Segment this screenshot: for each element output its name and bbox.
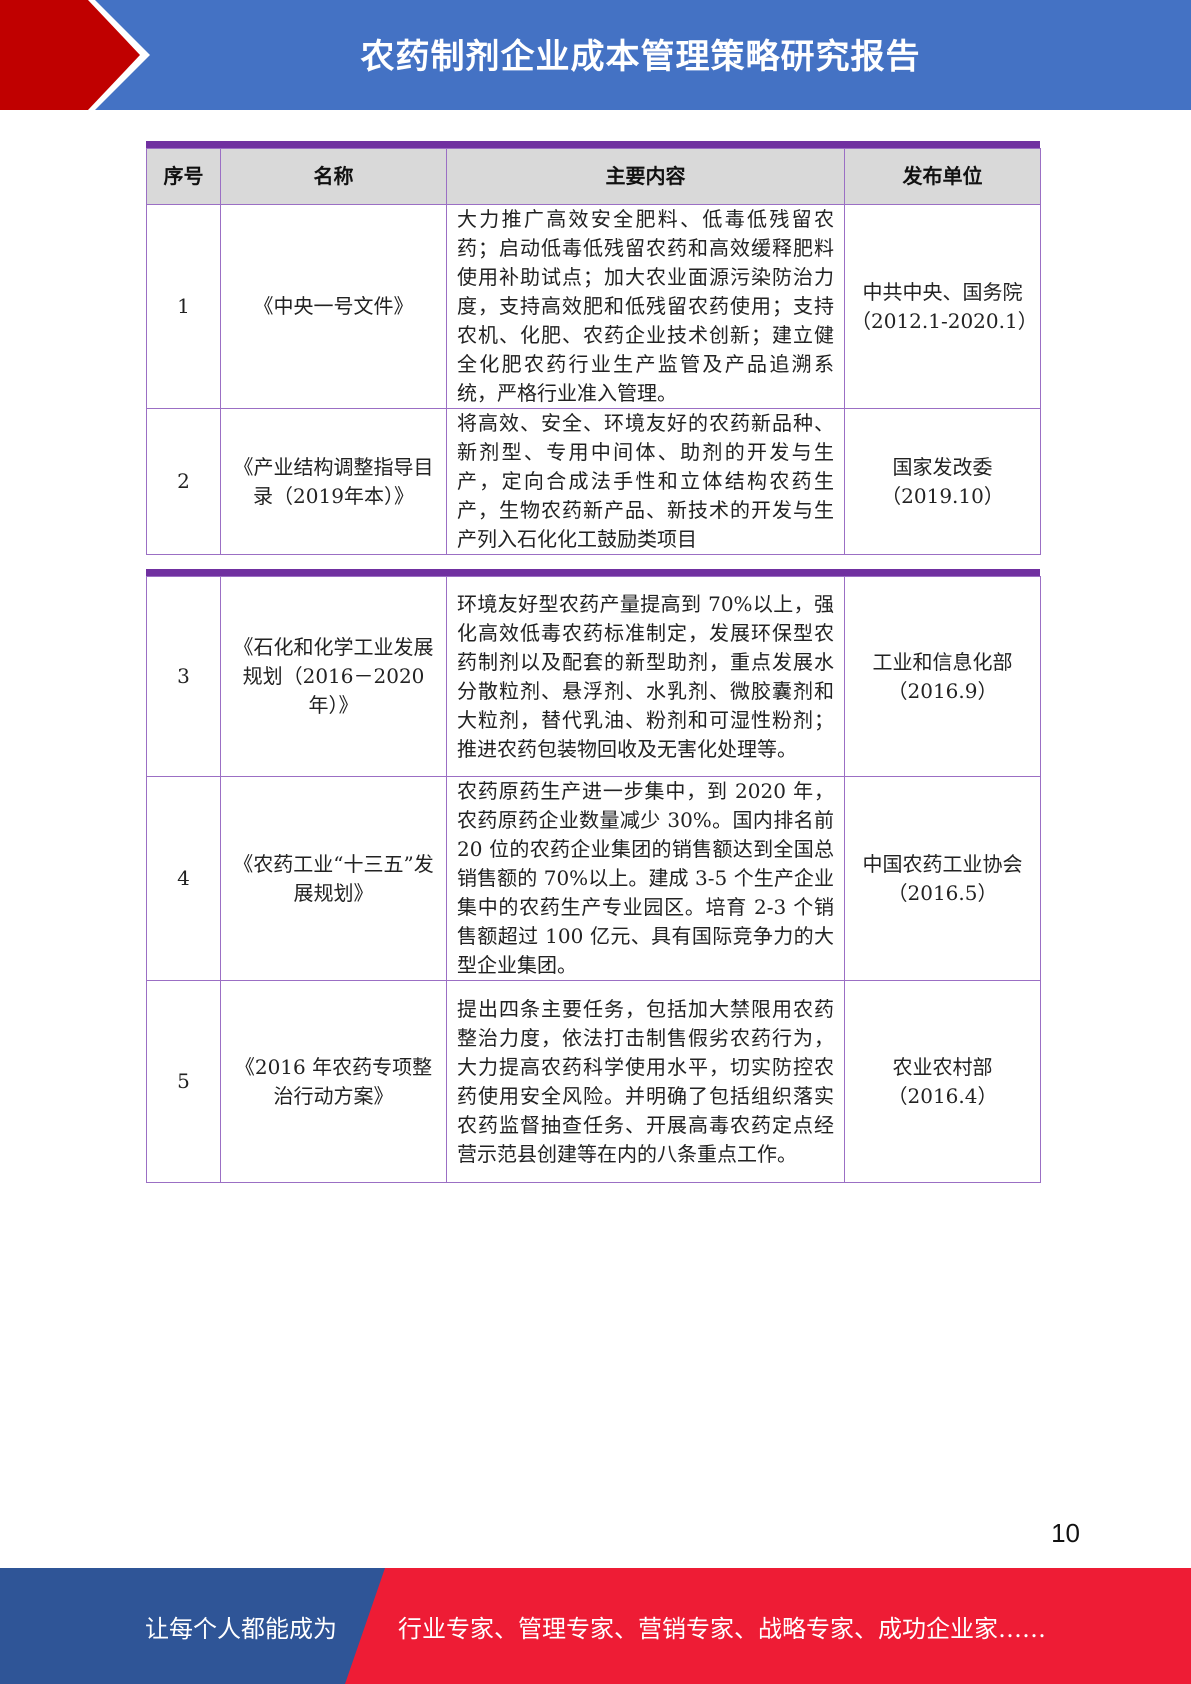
row-index: 3 [146,576,221,777]
report-title: 农药制剂企业成本管理策略研究报告 [360,36,921,77]
row-content: 提出四条主要任务，包括加大禁限用农药整治力度，依法打击制售假劣农药行为，大力提高… [446,980,845,1183]
table-continuation-rule [146,569,1040,576]
row-index: 1 [146,204,221,409]
row-name: 《2016 年农药专项整治行动方案》 [220,980,447,1183]
footer-banner-graphic [0,1568,1191,1684]
table-row: 3 《石化和化学工业发展规划（2016－2020年）》 环境友好型农药产量提高到… [146,576,1041,777]
policy-table-part-2: 3 《石化和化学工业发展规划（2016－2020年）》 环境友好型农药产量提高到… [146,576,1041,1183]
row-content: 环境友好型农药产量提高到 70%以上，强化高效低毒农药标准制定，发展环保型农药制… [446,576,845,777]
footer-slogan-roles: 行业专家、管理专家、营销专家、战略专家、成功企业家…… [398,1614,1046,1643]
row-content: 将高效、安全、环境友好的农药新品种、新剂型、专用中间体、助剂的开发与生产，定向合… [446,408,845,555]
table-header-row: 序号 名称 主要内容 发布单位 [146,148,1041,205]
table-row: 4 《农药工业“十三五”发展规划》 农药原药生产进一步集中，到 2020 年，农… [146,776,1041,981]
table-top-rule [146,141,1040,148]
page-header: 农药制剂企业成本管理策略研究报告 [0,0,1191,110]
row-publisher: 中国农药工业协会（2016.5） [844,776,1041,981]
row-name: 《石化和化学工业发展规划（2016－2020年）》 [220,576,447,777]
col-header-publisher: 发布单位 [844,148,1041,205]
col-header-name: 名称 [220,148,447,205]
row-name: 《产业结构调整指导目录（2019年本）》 [220,408,447,555]
col-header-index: 序号 [146,148,221,205]
row-content: 农药原药生产进一步集中，到 2020 年，农药原药企业数量减少 30%。国内排名… [446,776,845,981]
row-index: 4 [146,776,221,981]
page-footer: 让每个人都能成为 行业专家、管理专家、营销专家、战略专家、成功企业家…… [0,1568,1191,1684]
policy-table-part-1: 序号 名称 主要内容 发布单位 1 《中央一号文件》 大力推广高效安全肥料、低毒… [146,148,1041,555]
row-content: 大力推广高效安全肥料、低毒低残留农药；启动低毒低残留农药和高效缓释肥料使用补助试… [446,204,845,409]
row-publisher: 国家发改委（2019.10） [844,408,1041,555]
table-row: 1 《中央一号文件》 大力推广高效安全肥料、低毒低残留农药；启动低毒低残留农药和… [146,204,1041,409]
row-index: 2 [146,408,221,555]
col-header-content: 主要内容 [446,148,845,205]
row-publisher: 中共中央、国务院（2012.1-2020.1） [844,204,1041,409]
row-publisher: 农业农村部（2016.4） [844,980,1041,1183]
row-name: 《农药工业“十三五”发展规划》 [220,776,447,981]
row-publisher: 工业和信息化部（2016.9） [844,576,1041,777]
header-banner-graphic [0,0,1191,110]
row-index: 5 [146,980,221,1183]
footer-slogan-lead: 让每个人都能成为 [145,1614,337,1643]
table-row: 2 《产业结构调整指导目录（2019年本）》 将高效、安全、环境友好的农药新品种… [146,408,1041,555]
table-row: 5 《2016 年农药专项整治行动方案》 提出四条主要任务，包括加大禁限用农药整… [146,980,1041,1183]
page-number: 10 [1051,1518,1080,1548]
row-name: 《中央一号文件》 [220,204,447,409]
